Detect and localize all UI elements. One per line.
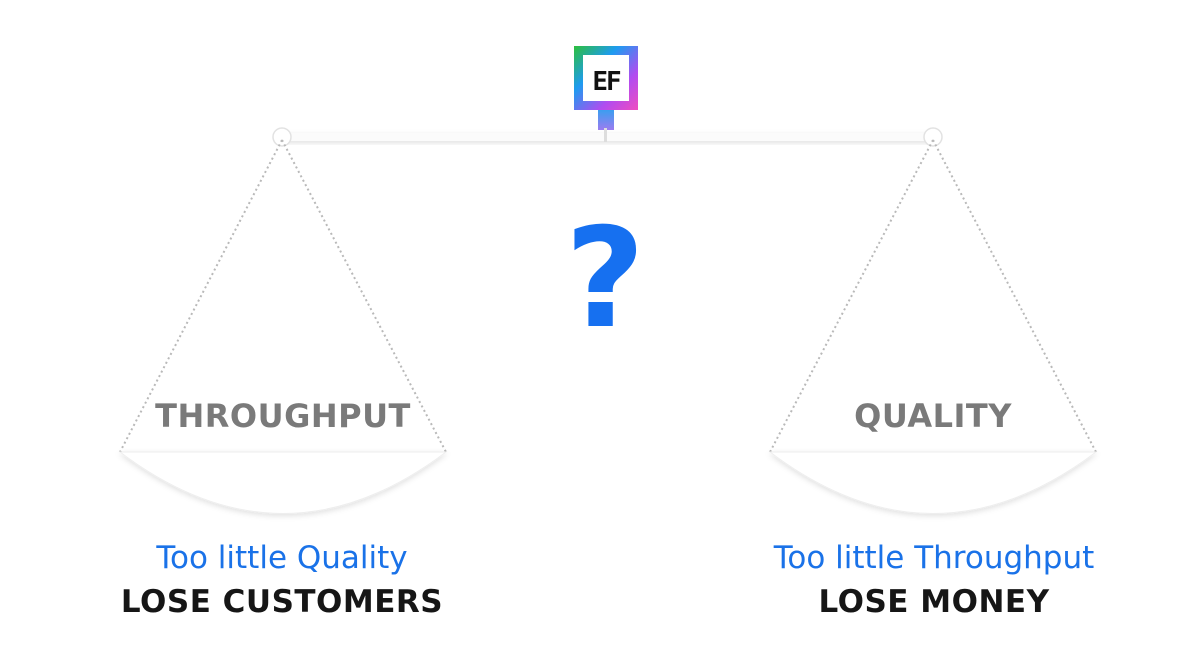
left-caption-line1: Too little Quality bbox=[156, 540, 408, 576]
left-pivot bbox=[272, 127, 292, 147]
left-pan-strings bbox=[119, 139, 447, 453]
right-caption-line2: LOSE MONEY bbox=[818, 584, 1050, 620]
logo bbox=[574, 46, 638, 110]
right-pan bbox=[768, 451, 1098, 514]
right-caption-line1: Too little Throughput bbox=[773, 540, 1095, 576]
logo-stem bbox=[598, 104, 614, 130]
left-caption-line2: LOSE CUSTOMERS bbox=[120, 584, 444, 620]
logo-text: EF bbox=[592, 67, 621, 97]
question-mark: ? bbox=[564, 198, 646, 359]
right-pan-label: QUALITY bbox=[854, 397, 1012, 435]
left-pan bbox=[118, 451, 448, 514]
right-pivot bbox=[923, 127, 943, 147]
right-pan-strings bbox=[769, 139, 1097, 453]
left-pan-label: THROUGHPUT bbox=[155, 397, 411, 435]
